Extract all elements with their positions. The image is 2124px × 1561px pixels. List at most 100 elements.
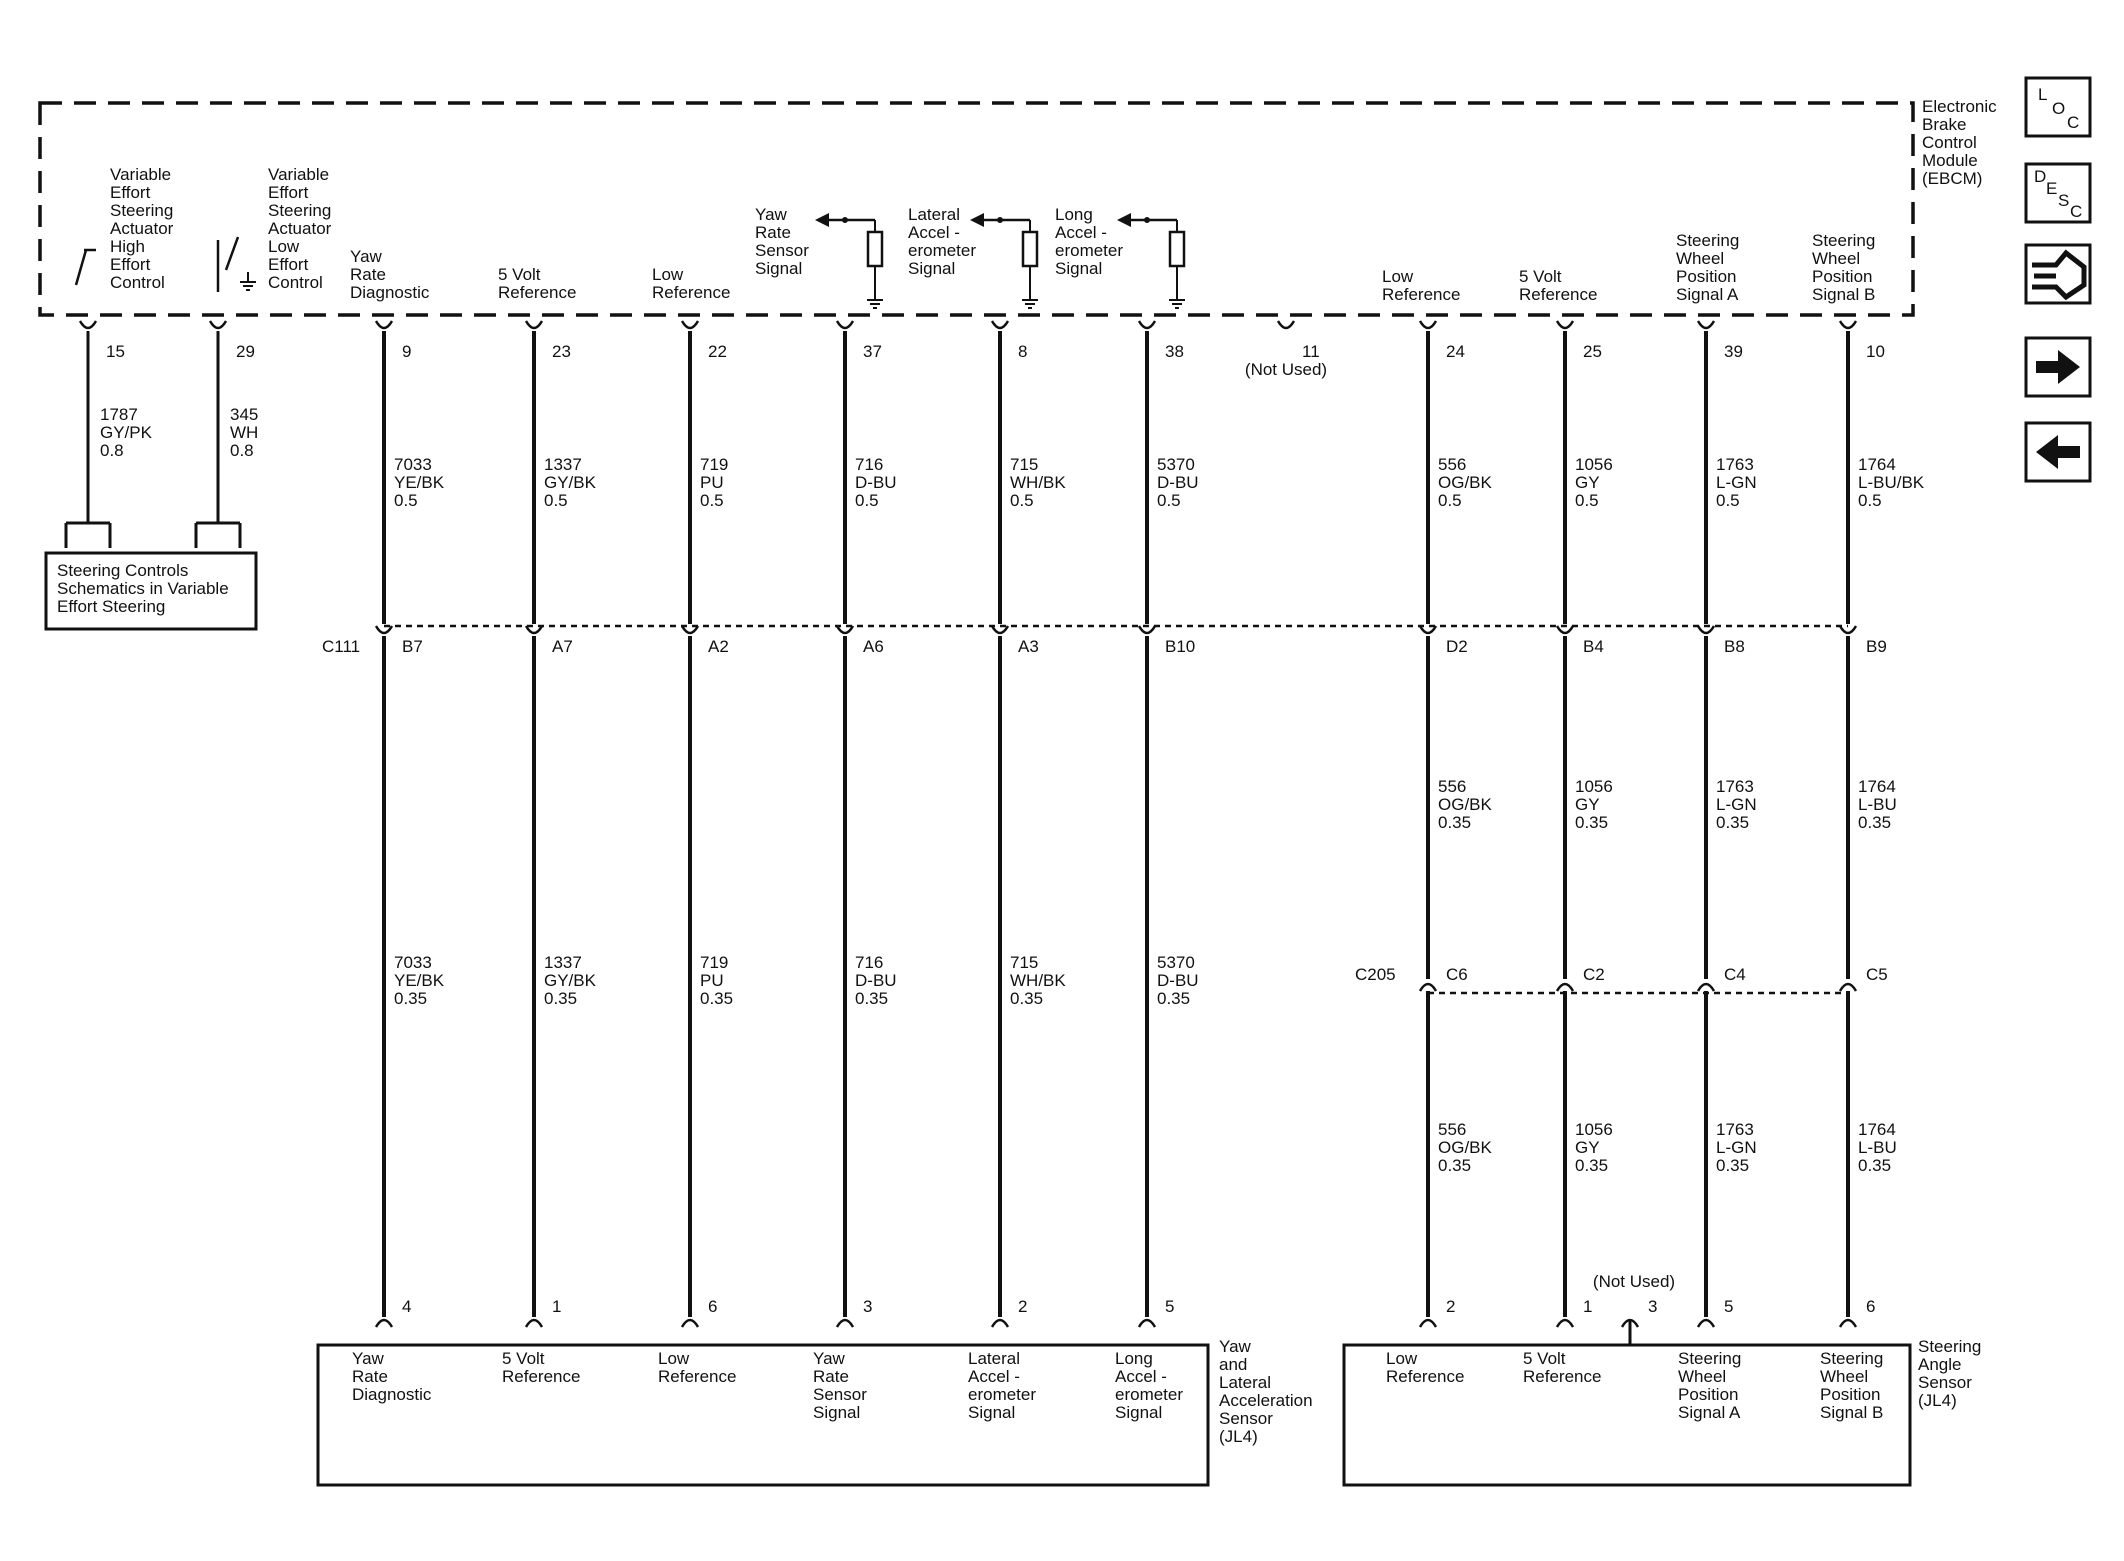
- wire-label: 0.5: [1157, 491, 1181, 510]
- c111-terminal: [524, 625, 544, 635]
- loc-button-frame: [2024, 76, 2092, 138]
- sensor-pin-function-label: Lateral: [968, 1349, 1020, 1368]
- ebcm-terminal: [374, 320, 394, 330]
- pin-number: 9: [402, 342, 411, 361]
- ebcm-terminal: [1555, 320, 1575, 330]
- ebcm-pin-function-label: Reference: [498, 283, 576, 302]
- ebcm-pin-function-label: Signal: [1055, 259, 1102, 278]
- sensor-pin-number: 2: [1446, 1297, 1455, 1316]
- pin-number: 24: [1446, 342, 1465, 361]
- c111-terminal: [1137, 625, 1157, 635]
- wire-label: 0.35: [1010, 989, 1043, 1008]
- wire-label: 719: [700, 953, 728, 972]
- sensor-pin-number: 2: [1018, 1297, 1027, 1316]
- yaw-lateral-sensor-name: Yaw: [1219, 1337, 1252, 1356]
- steering-controls-reference-text: Effort Steering: [57, 597, 165, 616]
- ebcm-pin-function-label: Position: [1812, 267, 1872, 286]
- wire-label: 0.5: [1575, 491, 1599, 510]
- sensor-signal-branch-junction: [997, 217, 1003, 223]
- actuator-high-switch: [74, 249, 88, 286]
- ebcm-pin-function-label: erometer: [1055, 241, 1123, 260]
- wire-label: 0.8: [230, 441, 254, 460]
- ebcm-pin-function-label: Lateral: [908, 205, 960, 224]
- c111-pin-label: B9: [1866, 637, 1887, 656]
- wire-label: GY: [1575, 473, 1600, 492]
- actuator-label: Effort: [110, 255, 151, 274]
- wire-label: 345: [230, 405, 258, 424]
- pin-number: 10: [1866, 342, 1885, 361]
- ebcm-pin-function-label: Signal: [755, 259, 802, 278]
- ebcm-pin-function-label: Yaw: [755, 205, 788, 224]
- connector-icon: [2032, 249, 2087, 301]
- sensor-terminal: [680, 1318, 700, 1328]
- ebcm-pin-function-label: Rate: [755, 223, 791, 242]
- steering-angle-sensor-name: Angle: [1918, 1355, 1961, 1374]
- wire-label: 1337: [544, 455, 582, 474]
- sensor-pin-function-label: 5 Volt: [502, 1349, 545, 1368]
- ebcm-pin-function-label: Rate: [350, 265, 386, 284]
- wire-label: 0.35: [1575, 813, 1608, 832]
- pin-number: 8: [1018, 342, 1027, 361]
- ebcm-terminal: [990, 320, 1010, 330]
- wire-label: PU: [700, 971, 724, 990]
- not-used-label: (Not Used): [1245, 360, 1327, 379]
- c205-pin-label: C6: [1446, 965, 1468, 984]
- ebcm-terminal-unused: [1276, 320, 1296, 330]
- c111-terminal: [680, 625, 700, 635]
- wire-label: GY/PK: [100, 423, 153, 442]
- ebcm-module-boundary: [38, 101, 1915, 317]
- c111-pin-label: B7: [402, 637, 423, 656]
- wire-label: 719: [700, 455, 728, 474]
- sensor-terminal: [524, 1318, 544, 1328]
- yaw-lateral-sensor-name: Acceleration: [1219, 1391, 1313, 1410]
- wire-label: 1787: [100, 405, 138, 424]
- wire-label: L-GN: [1716, 473, 1757, 492]
- wire-label: OG/BK: [1438, 795, 1493, 814]
- wire-label: 5370: [1157, 455, 1195, 474]
- sensor-pin-function-label: Yaw: [813, 1349, 846, 1368]
- wire-label: 0.5: [855, 491, 879, 510]
- c205-terminal: [1555, 982, 1575, 992]
- yaw-lateral-sensor-name: and: [1219, 1355, 1247, 1374]
- ebcm-pin-function-label: Position: [1676, 267, 1736, 286]
- wire-label: 0.35: [394, 989, 427, 1008]
- wire-label: 7033: [394, 455, 432, 474]
- steering-controls-reference-text: Steering Controls: [57, 561, 188, 580]
- c205-terminal: [1696, 982, 1716, 992]
- sensor-pin-function-label: Low: [658, 1349, 690, 1368]
- arrow-left-icon: [2036, 435, 2080, 469]
- sensor-signal-branch-resistor: [1021, 230, 1039, 268]
- sensor-pin-number: 3: [1648, 1297, 1657, 1316]
- sensor-pin-function-label: Signal: [1115, 1403, 1162, 1422]
- actuator-label: Steering: [110, 201, 173, 220]
- c111-pin-label: B4: [1583, 637, 1604, 656]
- c205-pin-label: C2: [1583, 965, 1605, 984]
- yaw-lateral-sensor-name: (JL4): [1219, 1427, 1258, 1446]
- sensor-pin-number: 6: [708, 1297, 717, 1316]
- wire-label: 715: [1010, 455, 1038, 474]
- c111-terminal: [835, 625, 855, 635]
- wire-label: 0.35: [1438, 1156, 1471, 1175]
- next-button[interactable]: [2024, 336, 2092, 398]
- ebcm-terminal: [1418, 320, 1438, 330]
- actuator-label: Effort: [110, 183, 151, 202]
- ebcm-terminal: [1696, 320, 1716, 330]
- sensor-signal-branch-arrow: [1117, 213, 1131, 227]
- sensor-terminal: [1137, 1318, 1157, 1328]
- sensor-pin-number: 5: [1724, 1297, 1733, 1316]
- ebcm-pin-function-label: Diagnostic: [350, 283, 430, 302]
- c111-terminal: [1696, 625, 1716, 635]
- ebcm-pin-function-label: Signal B: [1812, 285, 1875, 304]
- loc-button[interactable]: LOC: [2024, 76, 2092, 138]
- wire-label: WH/BK: [1010, 473, 1066, 492]
- ebcm-pin-function-label: Wheel: [1812, 249, 1860, 268]
- pin-number: 15: [106, 342, 125, 361]
- wire-label: 0.35: [1575, 1156, 1608, 1175]
- wire-label: 0.35: [544, 989, 577, 1008]
- previous-button[interactable]: [2024, 421, 2092, 483]
- sensor-pin-number: 5: [1165, 1297, 1174, 1316]
- c205-connector-label: C205: [1355, 965, 1396, 984]
- c111-terminal: [1838, 625, 1858, 635]
